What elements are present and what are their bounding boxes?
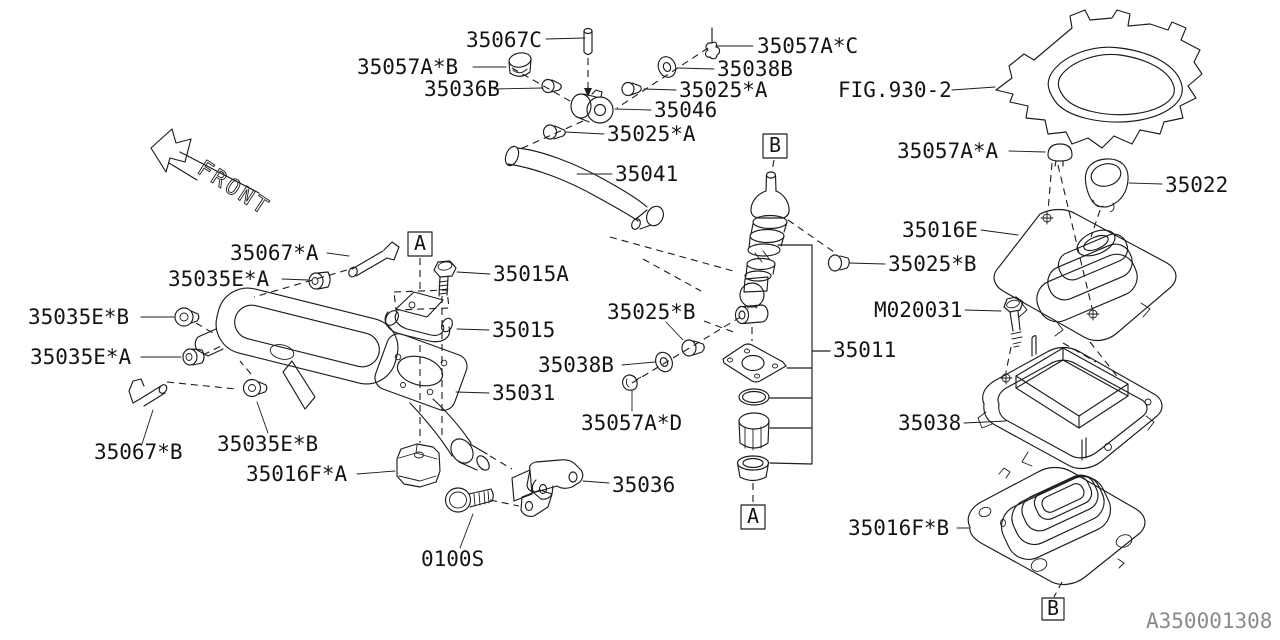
part-35025A-bushing-2 [542, 124, 566, 140]
part-35035EA-bushing-lower [182, 348, 205, 366]
label-35036: 35036 [612, 473, 675, 497]
label-35057A-B: 35057A*B [357, 55, 458, 79]
lever-plate [722, 343, 787, 383]
label-35038B-top: 35038B [717, 57, 793, 81]
label-35067-A: 35067*A [230, 241, 319, 265]
label-35035E-B-low: 35035E*B [217, 432, 318, 456]
part-35038B-washer-center [655, 351, 673, 373]
ref-marker-A-top-label: A [414, 231, 426, 255]
front-arrow-icon [150, 128, 192, 173]
part-35015A-bolt [433, 260, 457, 297]
part-35031-console-stay [194, 287, 490, 471]
drawing-number: A350001308 [1146, 609, 1272, 633]
ref-marker-A-bottom: A [740, 504, 766, 530]
ref-marker-B-top: B [762, 133, 788, 159]
part-35067A-pin [348, 241, 400, 278]
lever-ring [738, 388, 770, 406]
label-35038: 35038 [898, 411, 961, 435]
part-35016FA-damper [396, 443, 441, 488]
part-35035EA-bushing-upper [308, 271, 331, 290]
part-35025A-bushing-1 [621, 81, 642, 97]
label-35057A-D: 35057A*D [581, 411, 682, 435]
label-leader-lines [140, 37, 1163, 549]
part-35057AA-cap [1047, 143, 1073, 167]
label-35067C: 35067C [466, 28, 542, 52]
shift-boot [1036, 229, 1138, 323]
label-35016F-B: 35016F*B [848, 516, 949, 540]
ref-marker-B-bottom: B [1041, 596, 1065, 621]
part-0100S-bolt [444, 487, 494, 513]
part-35035EB-grommet-upper [174, 307, 200, 327]
ref-marker-B-top-label: B [769, 133, 781, 157]
part-35046-pivot [570, 89, 614, 124]
part-number-labels: 35067C 35057A*B 35036B 35057A*C 35038B 3… [28, 28, 1228, 571]
lever-nut [738, 412, 770, 451]
lever-cup [736, 455, 770, 482]
label-35036B: 35036B [424, 77, 500, 101]
part-35015-stopper-plate [384, 289, 453, 343]
part-35016E-console-cover [993, 208, 1177, 342]
label-35041: 35041 [615, 162, 678, 186]
label-35035E-A-up: 35035E*A [168, 267, 270, 291]
label-35057A-A: 35057A*A [897, 139, 999, 163]
part-35036B-bushing [541, 78, 562, 94]
label-35011: 35011 [833, 338, 896, 362]
label-fig930-2: FIG.930-2 [838, 78, 952, 102]
part-35035EB-grommet-lower [242, 378, 268, 398]
label-0100S: 0100S [421, 547, 484, 571]
label-35025A-1: 35025*A [679, 78, 768, 102]
part-35016FB-boot-plate [967, 466, 1146, 586]
label-35025B-right: 35025*B [888, 252, 977, 276]
label-35046: 35046 [654, 98, 717, 122]
part-35057AD-clip [621, 374, 642, 391]
part-35036-bracket [511, 459, 584, 517]
part-35025B-bushing-center [681, 339, 705, 357]
assembly-dashed-lines [166, 47, 1121, 598]
part-fig930-2-frame [995, 9, 1203, 149]
callout-bracket-35011 [769, 244, 831, 465]
part-35041-stabilizer-rod [504, 145, 664, 230]
label-35035E-A-low: 35035E*A [30, 345, 132, 369]
label-35025A-2: 35025*A [607, 122, 696, 146]
ref-marker-B-bottom-label: B [1047, 596, 1059, 620]
part-35057AB-cup [508, 52, 532, 77]
part-35022-knob [1084, 158, 1129, 213]
label-35057A-C: 35057A*C [757, 34, 858, 58]
label-35025B-center: 35025*B [607, 300, 696, 324]
part-35038-frame [977, 335, 1163, 470]
part-35067C-pin [583, 27, 593, 56]
part-35011-lever-assembly [722, 171, 831, 482]
label-35038B-center: 35038B [538, 353, 614, 377]
part-35067B-pin [128, 378, 168, 407]
ref-marker-A-top: A [407, 231, 433, 257]
label-35016E: 35016E [902, 218, 978, 242]
label-35015: 35015 [492, 318, 555, 342]
label-35015A: 35015A [493, 262, 569, 286]
label-35067-B: 35067*B [94, 440, 183, 464]
part-35038B-washer-top [657, 56, 677, 78]
label-35016F-A: 35016F*A [246, 462, 348, 486]
label-35022: 35022 [1165, 173, 1228, 197]
label-M020031: M020031 [874, 298, 963, 322]
arrowhead [584, 88, 592, 97]
label-35035E-B-up: 35035E*B [28, 305, 129, 329]
part-35025B-bushing-right [827, 254, 850, 272]
ref-marker-A-bottom-label: A [747, 504, 759, 528]
part-M020031-screw [1003, 296, 1024, 348]
label-35031: 35031 [492, 381, 555, 405]
